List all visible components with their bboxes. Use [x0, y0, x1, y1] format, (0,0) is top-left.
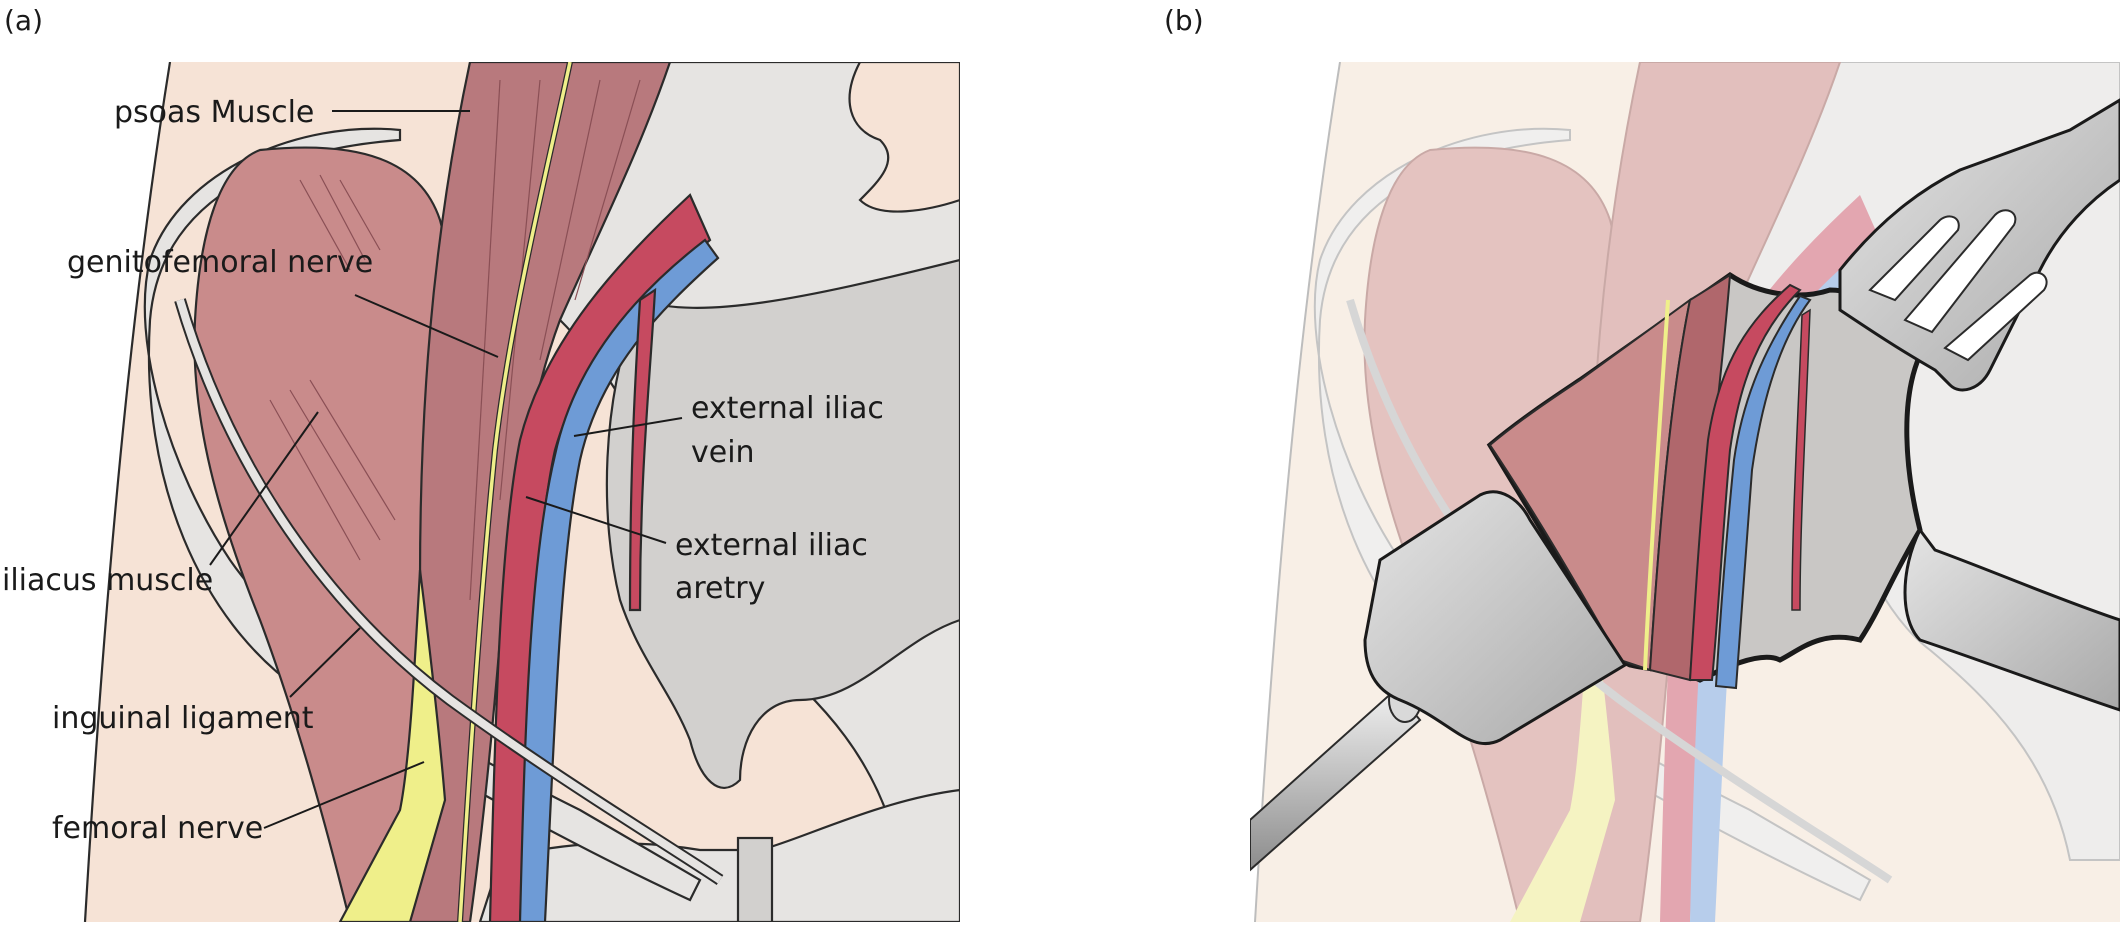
window-nerve: [1643, 299, 1670, 671]
label-femoral-nerve: femoral nerve: [52, 811, 263, 846]
panel-b: (b): [1164, 4, 2120, 922]
vertebra-notch: [848, 62, 960, 213]
label-external-iliac-artery-1: external iliac: [675, 528, 868, 563]
leader-genitofemoral: [354, 294, 499, 358]
left-retractor-blade: [1363, 490, 1628, 746]
sacrum-bone: [605, 258, 960, 789]
panel-b-illustration: [1250, 62, 2120, 922]
body-contour: [80, 62, 170, 922]
leader-iliac-artery: [525, 496, 667, 544]
window-artery: [1688, 283, 1802, 681]
fork-retractor: [1838, 98, 2120, 392]
pubic-symphysis: [736, 836, 774, 922]
faded-ligament: [1346, 298, 1893, 884]
panel-a-tag: (a): [4, 4, 43, 37]
right-retractor-blade: [1903, 527, 2120, 712]
leader-iliac-vein: [573, 417, 683, 437]
label-external-iliac-artery-2: aretry: [675, 571, 765, 606]
window-small-vessel: [1791, 308, 1811, 611]
leader-femoral: [263, 761, 425, 829]
leader-iliacus: [209, 411, 319, 566]
external-iliac-vein: [518, 238, 720, 922]
internal-iliac-vessel: [628, 287, 657, 612]
label-genitofemoral-nerve: genitofemoral nerve: [67, 245, 373, 280]
leader-inguinal: [289, 627, 361, 698]
label-psoas-muscle: psoas Muscle: [114, 95, 314, 130]
label-external-iliac-vein-2: vein: [691, 435, 755, 470]
label-iliacus-muscle: iliacus muscle: [2, 563, 213, 598]
panel-a-illustration: [80, 62, 960, 922]
window-vein: [1714, 294, 1812, 690]
panel-b-tag: (b): [1164, 4, 1204, 37]
retractor-rod: [1250, 688, 1422, 872]
panel-a: (a): [2, 4, 960, 922]
label-external-iliac-vein-1: external iliac: [691, 391, 884, 426]
label-inguinal-ligament: inguinal ligament: [52, 701, 314, 736]
